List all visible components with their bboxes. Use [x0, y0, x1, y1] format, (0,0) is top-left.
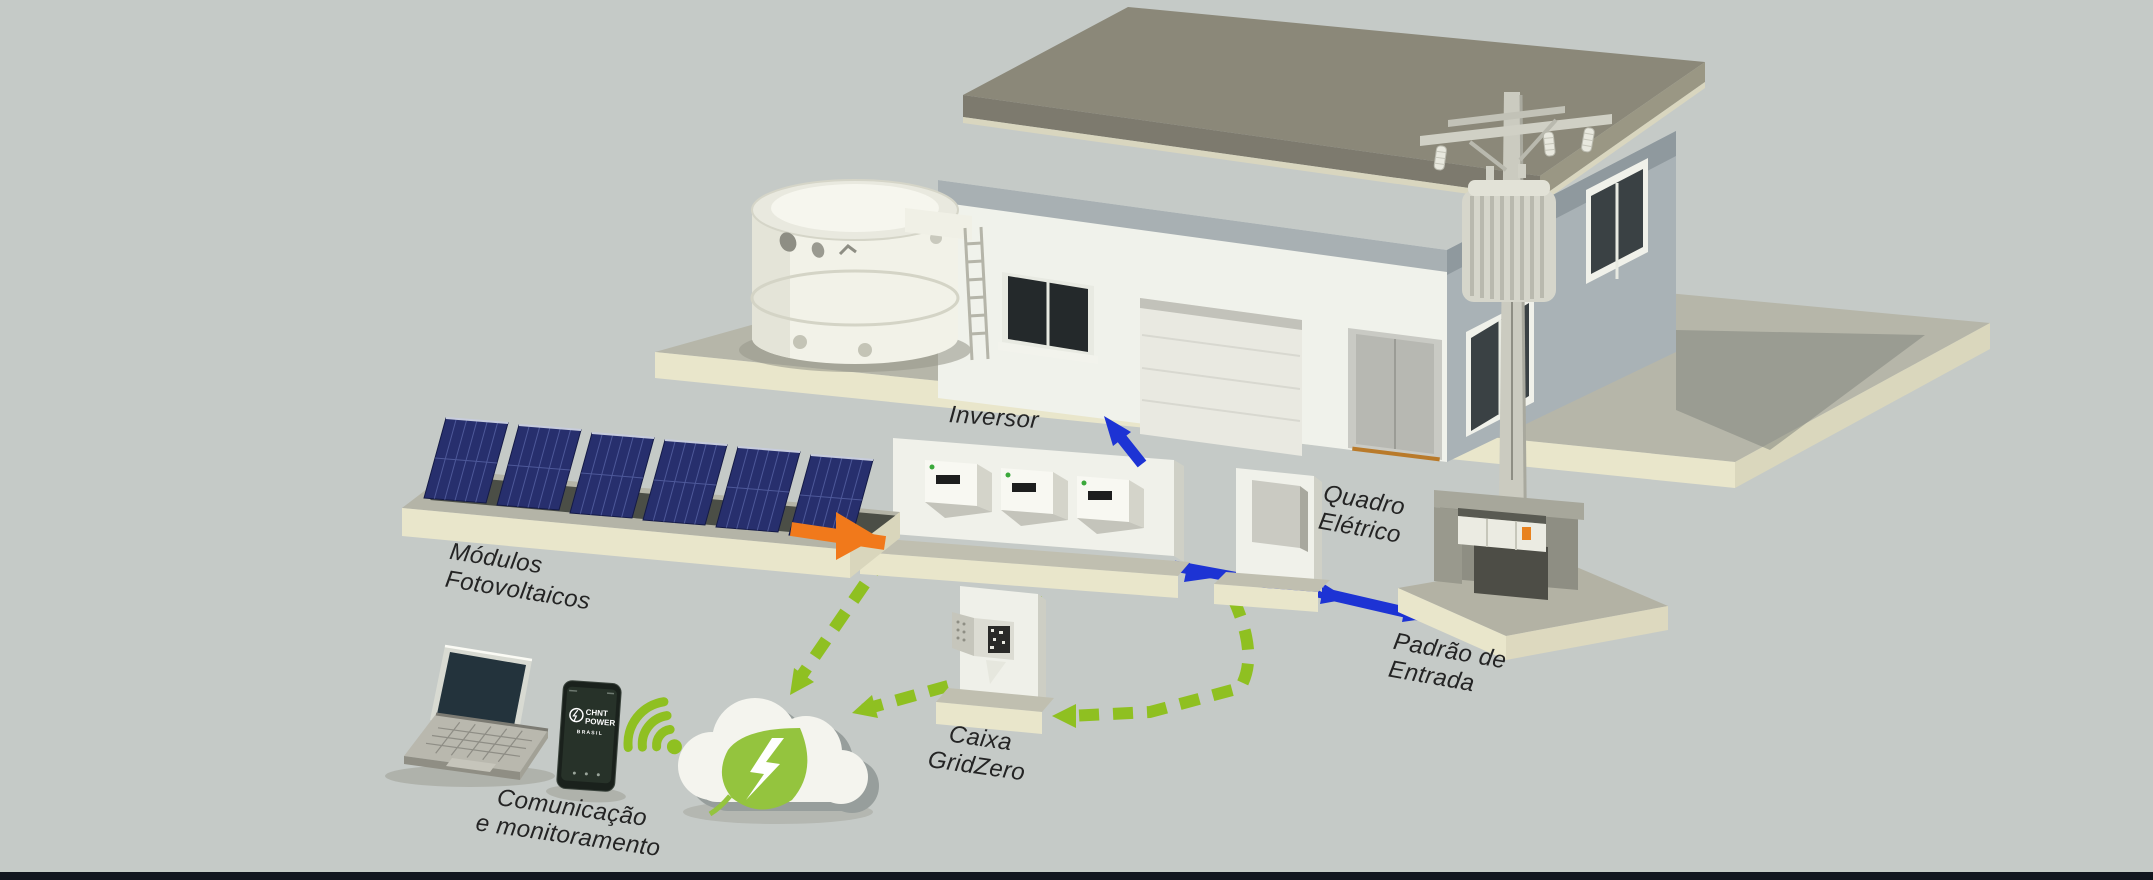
roof-equipment-box: [905, 208, 972, 240]
inverter-station: [860, 438, 1190, 598]
meter-seal: [1522, 527, 1531, 540]
tank-ladder: [963, 226, 990, 361]
ac-flow-to-house-arrow: [1104, 416, 1147, 468]
monitor-arrow-inverter-to-cloud: [790, 552, 889, 695]
phone-brand-line3: B R A S I L: [576, 729, 602, 737]
wifi-icon: [623, 697, 682, 755]
laptop-trackpad: [446, 758, 496, 772]
monitor-arrow-grid-to-gridzero: [1052, 595, 1255, 728]
laptop-keyboard: [425, 721, 533, 763]
footer-bar: [0, 872, 2153, 880]
phone-nav-dots: [572, 771, 600, 777]
window: [1586, 158, 1648, 284]
laptop-icon: [385, 644, 555, 787]
inverter-unit: [1077, 476, 1144, 534]
cloud-icon: [678, 698, 879, 824]
transformer-icon: [1462, 164, 1556, 480]
sliding-door: [1348, 328, 1442, 462]
smartphone-icon: CHNT POWER B R A S I L: [546, 680, 626, 803]
solar-array: [402, 417, 900, 578]
energy-meter: [1458, 516, 1546, 552]
entry-standard: [1398, 490, 1668, 660]
inverter-unit: [1001, 468, 1068, 526]
building-shadow: [1676, 330, 1925, 450]
electrical-panel: [1214, 468, 1330, 612]
window: [998, 272, 1098, 364]
gridzero-box: [936, 586, 1054, 734]
utility-pole: [1420, 92, 1612, 585]
phone-brand-line1: CHNT: [585, 708, 608, 719]
inverter-unit: [925, 460, 992, 518]
water-tank: [739, 179, 990, 372]
dc-flow-arrow: [789, 512, 887, 560]
leaf-bolt-icon: [708, 728, 808, 817]
garage-door: [1140, 298, 1302, 456]
phone-brand-line2: POWER: [585, 717, 616, 728]
monitor-arrow-gridzero-to-cloud: [852, 680, 950, 718]
brand-leaf-icon: [569, 707, 584, 723]
